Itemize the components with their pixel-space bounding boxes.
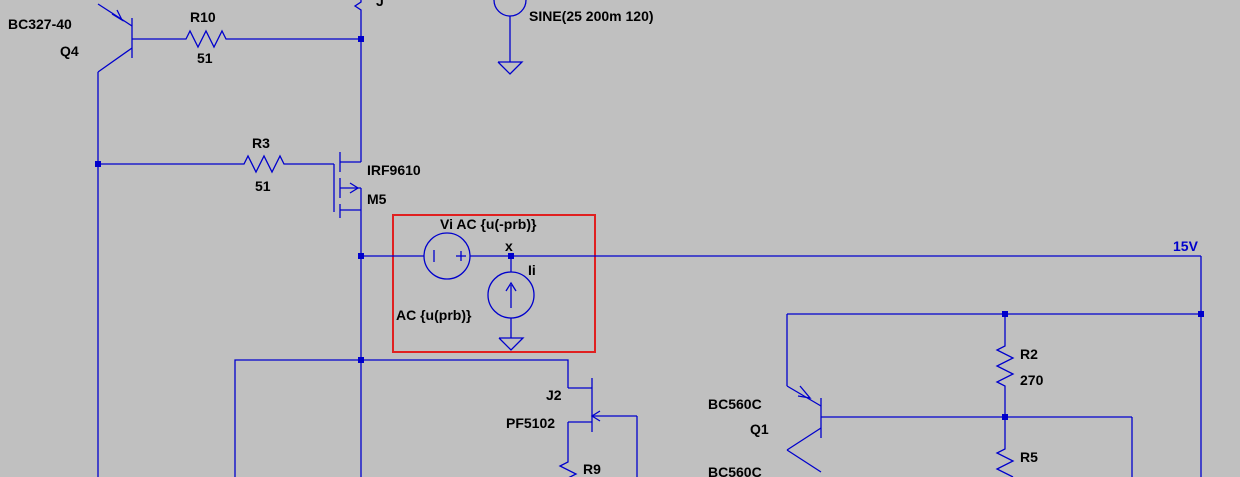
q-partial-model-label: BC560C xyxy=(708,464,762,477)
wire xyxy=(234,359,569,477)
voltage-source-sine[interactable] xyxy=(493,0,527,75)
r9-ref-label: R9 xyxy=(583,461,601,477)
q1-model-label: BC560C xyxy=(708,396,762,412)
ii-value-label: AC {u(prb)} xyxy=(396,307,472,323)
ii-ref-label: Ii xyxy=(528,262,536,278)
transistor-q1[interactable] xyxy=(786,385,822,473)
j-top-label: J xyxy=(376,0,384,9)
sine-source-value: SINE(25 200m 120) xyxy=(529,8,654,24)
r3-ref-label: R3 xyxy=(252,135,270,151)
r3-value-label: 51 xyxy=(255,178,271,194)
j2-ref-label: J2 xyxy=(546,387,562,403)
r10-ref-label: R10 xyxy=(190,9,216,25)
resistor-r9[interactable] xyxy=(558,458,578,477)
mosfet-m5[interactable] xyxy=(333,152,362,218)
vi-label: Vi AC {u(-prb)} xyxy=(440,216,537,232)
transistor-q4[interactable] xyxy=(97,3,133,73)
ground-symbol xyxy=(498,337,525,351)
q4-model-label: BC327-40 xyxy=(8,16,72,32)
r2-value-label: 270 xyxy=(1020,372,1044,388)
r10-value-label: 51 xyxy=(197,50,213,66)
q1-ref-label: Q1 xyxy=(750,421,769,437)
m5-model-label: IRF9610 xyxy=(367,162,421,178)
selection-box[interactable] xyxy=(392,214,596,353)
resistor-r3[interactable] xyxy=(240,154,288,174)
r2-ref-label: R2 xyxy=(1020,346,1038,362)
resistor-r10[interactable] xyxy=(182,29,230,49)
resistor-r5[interactable] xyxy=(995,445,1015,477)
resistor-r2[interactable] xyxy=(995,342,1015,390)
jfet-j2[interactable] xyxy=(568,378,637,432)
r5-ref-label: R5 xyxy=(1020,449,1038,465)
m5-ref-label: M5 xyxy=(367,191,387,207)
q4-ref-label: Q4 xyxy=(60,43,79,59)
current-source-ii[interactable] xyxy=(487,271,535,319)
node-x-label: x xyxy=(505,238,513,254)
net-15v-label: 15V xyxy=(1173,238,1199,254)
voltage-source-vi[interactable] xyxy=(423,232,471,280)
junction-dots xyxy=(95,36,1204,420)
partial-component-j[interactable] xyxy=(353,0,362,39)
j2-model-label: PF5102 xyxy=(506,415,555,431)
